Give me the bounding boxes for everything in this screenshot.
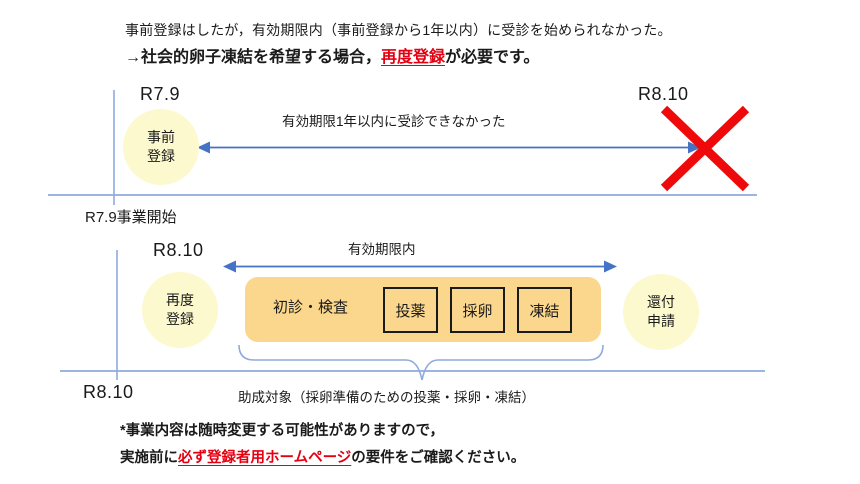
re-registration-label-line2: 登録 — [166, 311, 194, 327]
arrow2-left-head-icon — [223, 260, 236, 273]
step-freezing-box: 凍結 — [517, 287, 572, 333]
re-registration-circle: 再度 登録 — [142, 272, 218, 348]
red-x-icon — [660, 105, 750, 192]
footer-note-line2: 実施前に必ず登録者用ホームページの要件をご確認ください。 — [120, 446, 525, 467]
red-x-icon — [660, 105, 750, 192]
step-egg-retrieval-box: 採卵 — [450, 287, 505, 333]
timeline2-axis-date: R8.10 — [83, 382, 134, 402]
refund-label-line2: 申請 — [647, 313, 675, 329]
step-medication-box: 投薬 — [383, 287, 438, 333]
header-line2-prefix: →社会的卵子凍結を希望する場合， — [125, 49, 382, 66]
pre-registration-circle: 事前 登録 — [123, 109, 199, 185]
arrow1-right-head-icon — [688, 141, 701, 154]
timeline1-arrow-caption: 有効期限1年以内に受診できなかった — [282, 114, 506, 129]
first-exam-label: 初診・検査 — [273, 299, 349, 316]
header-highlight-reregistration: 再度登録 — [381, 49, 446, 66]
era-start-label: R7.9事業開始 — [85, 209, 177, 226]
timeline1-end-date: R8.10 — [638, 84, 689, 104]
timeline1-start-date: R7.9 — [140, 84, 181, 104]
footer-highlight-homepage: 必ず登録者用ホームページ — [178, 450, 352, 466]
refund-application-circle: 還付 申請 — [623, 274, 699, 350]
timeline2-arrow-caption: 有効期限内 — [348, 242, 416, 257]
footer-line2-suffix: の要件をご確認ください。 — [351, 450, 526, 466]
re-registration-label-line1: 再度 — [166, 292, 194, 309]
footer-line2-prefix: 実施前に — [120, 450, 178, 466]
header-line2-suffix: が必要です。 — [445, 49, 540, 66]
refund-label-line1: 還付 — [647, 294, 675, 311]
timeline2-start-date: R8.10 — [153, 240, 204, 260]
pre-registration-label-line2: 登録 — [147, 148, 175, 164]
header-line1: 事前登録はしたが，有効期限内（事前登録から1年以内）に受診を始められなかった。 — [125, 22, 672, 38]
header-line2: →社会的卵子凍結を希望する場合，再度登録が必要です。 — [125, 43, 539, 67]
underbrace-icon — [238, 344, 604, 381]
footer-note-line1: *事業内容は随時変更する可能性がありますので， — [120, 423, 445, 439]
pre-registration-label-line1: 事前 — [147, 129, 175, 146]
subsidy-target-caption: 助成対象（採卵準備のための投薬・採卵・凍結） — [238, 390, 535, 405]
arrow2-right-head-icon — [604, 260, 617, 273]
